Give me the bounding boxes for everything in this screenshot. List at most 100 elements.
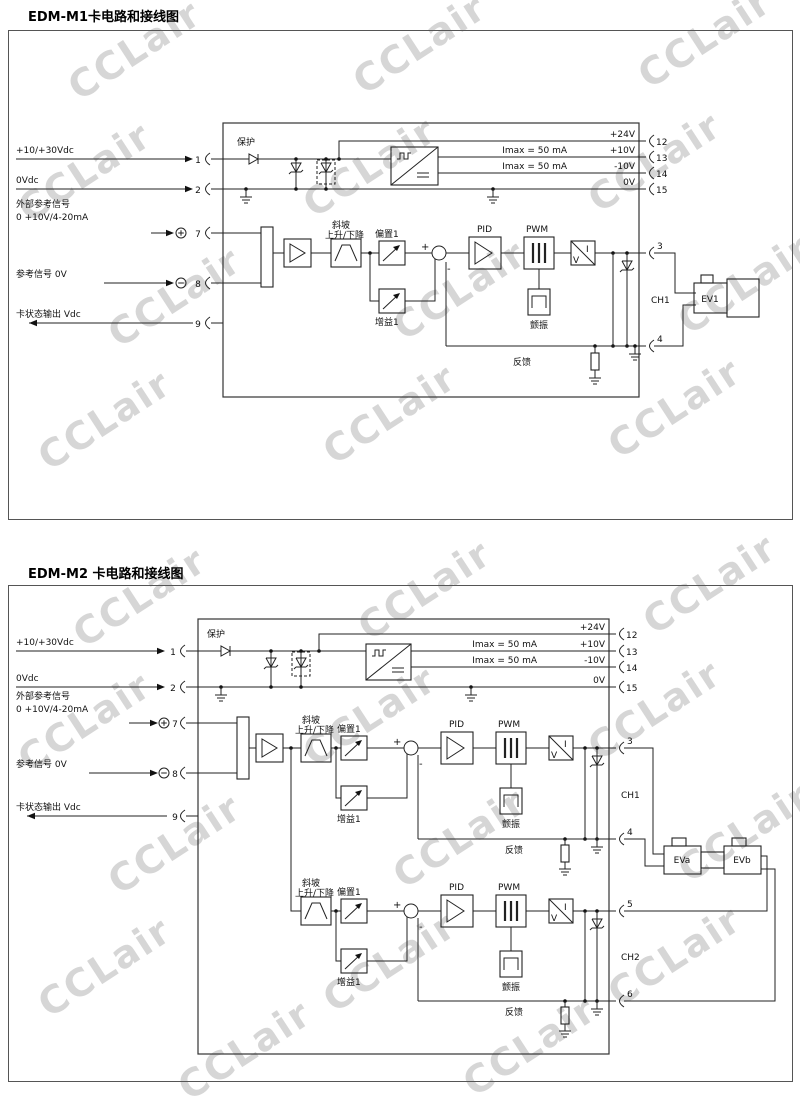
- arrow-left-icon: [27, 812, 35, 820]
- terminal-socket-icon: [649, 166, 655, 180]
- m10v-label: -10V: [614, 162, 636, 172]
- m2-input-ground: 0Vdc 2: [16, 674, 609, 702]
- m2-ch2-ramp: 斜坡 上升/下降: [295, 877, 334, 926]
- pid-label: PID: [449, 883, 464, 893]
- ch1-label: CH1: [651, 296, 670, 306]
- m2-terminal-6: 6: [619, 868, 776, 1008]
- terminal-14: 14: [626, 664, 638, 674]
- eva-label: EVa: [674, 856, 691, 866]
- ext-ref-label-1: 外部参考信号: [16, 198, 70, 210]
- terminal-12: 12: [626, 631, 637, 641]
- terminal-7: 7: [195, 230, 201, 240]
- ext-ref-label-2: 0 +10V/4-20mA: [16, 213, 89, 223]
- terminal-14: 14: [656, 170, 668, 180]
- evb-coil: [723, 845, 762, 875]
- m2-ch2-vi-converter: V I: [548, 898, 574, 924]
- m10v-label: -10V: [584, 656, 606, 666]
- m1-dcdc-converter: [390, 146, 439, 186]
- terminal-socket-icon: [619, 644, 625, 658]
- terminal-9: 9: [195, 320, 201, 330]
- m2-diagram-panel: +10/+30Vdc 1 保护 0Vdc 2 12 +24V: [8, 585, 793, 1082]
- valve-tab: [731, 837, 747, 847]
- m2-terminal-3: 3: [619, 737, 664, 855]
- m1-vi-converter: V I: [570, 240, 596, 266]
- p24v-label: +24V: [610, 130, 636, 140]
- terminal-1: 1: [170, 648, 176, 658]
- terminal-socket-icon: [205, 276, 211, 290]
- volt-label: V: [551, 914, 558, 924]
- dc-symbol: [392, 667, 404, 673]
- terminal-socket-icon: [649, 246, 655, 260]
- terminal-socket-icon: [619, 627, 625, 641]
- arrow-right-icon: [185, 155, 193, 163]
- ground-icon: [464, 694, 478, 702]
- m1-dither-block: 颤振: [527, 269, 551, 331]
- plus-terminal-icon: [175, 227, 187, 239]
- m1-protection-zeners: [288, 157, 336, 191]
- m2-ch2-branch: [290, 748, 301, 912]
- offset1-label: 偏置1: [337, 723, 361, 735]
- terminal-2: 2: [170, 684, 176, 694]
- m2-ch1-vi-converter: V I: [548, 735, 574, 761]
- terminal-socket-icon: [649, 182, 655, 196]
- arrow-right-icon: [185, 185, 193, 193]
- terminal-socket-icon: [619, 832, 625, 846]
- m1-circuit-svg: +10/+30Vdc 1 保护 0Vdc 2 12 +24V: [16, 122, 760, 398]
- imax-label: Imax = 50 mA: [502, 146, 568, 156]
- m2-input-amplifier: [255, 733, 284, 763]
- evb-label: EVb: [733, 856, 751, 866]
- p24v-label: +24V: [580, 623, 606, 633]
- ramp-label-2: 上升/下降: [295, 887, 334, 899]
- plus-terminal-icon: [158, 717, 170, 729]
- m2-ch2-feedback: 反馈: [417, 909, 616, 1038]
- protection-diode-icon: [248, 153, 259, 165]
- terminal-2: 2: [195, 186, 201, 196]
- m1-feedback-path: 反馈: [445, 251, 646, 385]
- m2-ch1-dither: 颤振: [499, 764, 523, 830]
- zerov-label: 0V: [623, 178, 636, 188]
- ground-icon: [590, 846, 604, 854]
- card-status-label: 卡状态输出 Vdc: [16, 308, 81, 320]
- m1-input-ground: 0Vdc 2: [16, 176, 639, 204]
- curr-label: I: [564, 740, 567, 750]
- resistor-icon: [560, 844, 570, 863]
- m1-ramp-block: 斜坡 上升/下降: [325, 219, 364, 268]
- terminal-8: 8: [172, 770, 178, 780]
- m2-ch1-ramp: 斜坡 上升/下降: [295, 714, 334, 763]
- ref-zero-label: 参考信号 0V: [16, 758, 68, 770]
- sum-minus-sign: -: [447, 264, 451, 275]
- p10v-label: +10V: [580, 640, 606, 650]
- dither-label: 颤振: [502, 981, 520, 993]
- ground-icon: [558, 1030, 572, 1038]
- m1-input-ref-zero: 参考信号 0V 8: [16, 268, 261, 290]
- ramp-label-1: 斜坡: [302, 714, 320, 726]
- terminal-socket-icon: [180, 680, 186, 694]
- ramp-label-1: 斜坡: [332, 219, 350, 231]
- valve-tab: [700, 274, 714, 284]
- m2-10v-rails: 13 Imax = 50 mA +10V 14 Imax = 50 mA -10…: [411, 640, 638, 694]
- terminal-5: 5: [627, 900, 633, 910]
- m2-ch1-gain: 增益1: [335, 748, 408, 825]
- terminal-socket-icon: [205, 182, 211, 196]
- terminal-socket-icon: [180, 716, 186, 730]
- ramp-label-2: 上升/下降: [295, 724, 334, 736]
- terminal-15: 15: [656, 186, 667, 196]
- pid-label: PID: [477, 225, 492, 235]
- terminal-6: 6: [627, 990, 633, 1000]
- m1-gain1-block: 增益1: [369, 253, 436, 328]
- gain1-label: 增益1: [337, 976, 361, 988]
- arrow-right-icon: [166, 229, 174, 237]
- m2-terminal-5: 5: [619, 855, 768, 918]
- pwm-label: PWM: [498, 720, 520, 730]
- terminal-4: 4: [627, 828, 633, 838]
- terminal-socket-icon: [205, 226, 211, 240]
- m2-ch1-pwm: PWM: [495, 720, 527, 765]
- m1-title: EDM-M1卡电路和接线图: [28, 10, 179, 25]
- protection-label: 保护: [237, 136, 255, 148]
- m2-ch2-gain: 增益1: [335, 911, 408, 988]
- terminal-socket-icon: [180, 766, 186, 780]
- m1-24v-rail: 12 +24V: [337, 130, 667, 161]
- resistor-icon: [560, 1006, 570, 1025]
- m2-terminal-4: 4: [619, 828, 664, 867]
- m2-ch2-dither: 颤振: [499, 927, 523, 993]
